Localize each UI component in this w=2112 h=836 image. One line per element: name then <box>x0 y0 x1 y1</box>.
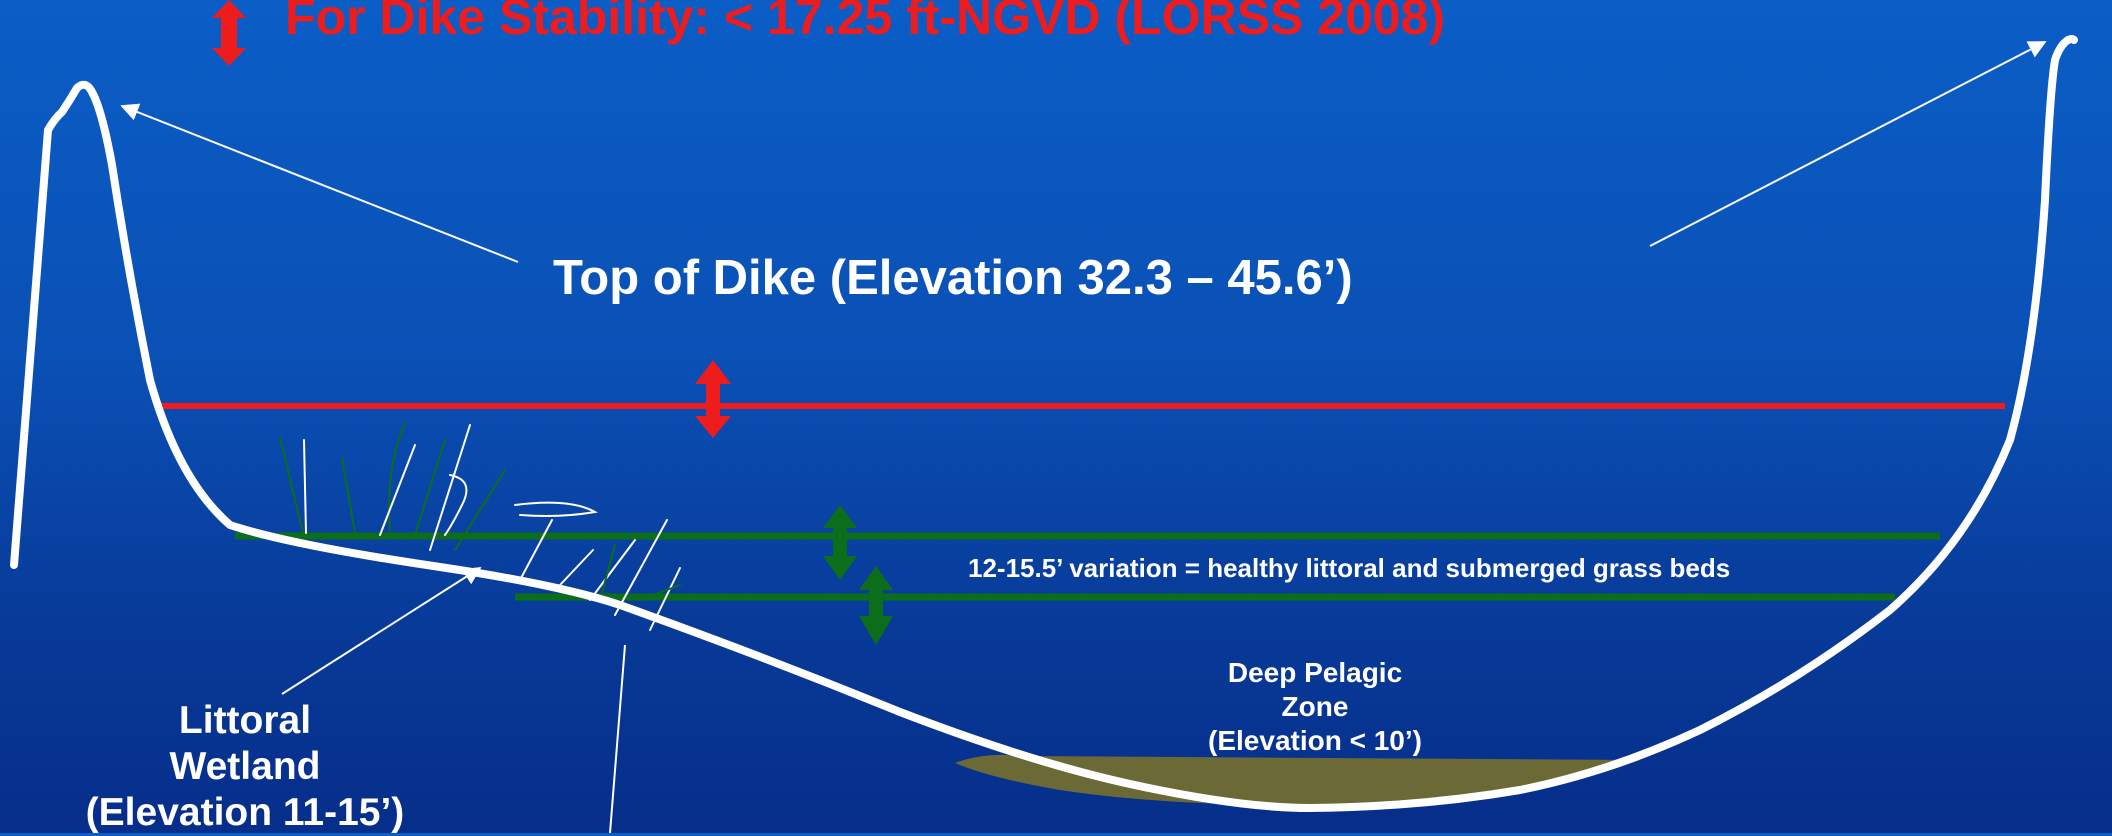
grass-pointer-line <box>609 644 626 833</box>
dike-stability-heading: For Dike Stability: < 17.25 ft-NGVD (LOR… <box>285 0 1446 45</box>
top-of-dike-label: Top of Dike (Elevation 32.3 – 45.6’) <box>553 251 1353 305</box>
dike-and-lake-bed-outline <box>10 35 2078 812</box>
deep-zone-line3: (Elevation < 10’) <box>1208 725 1422 756</box>
deep-zone-line2: Zone <box>1281 691 1349 722</box>
littoral-wetland-label: Littoral Wetland (Elevation 11-15’) <box>60 698 430 836</box>
stability-double-arrow-icon <box>695 360 731 438</box>
grass-variation-label: 12-15.5’ variation = healthy littoral an… <box>968 553 1731 583</box>
left-dike-pointer-arrow <box>120 103 519 263</box>
littoral-wetland-pointer-arrow <box>281 567 482 695</box>
deep-zone-sediment <box>955 754 1640 806</box>
lower-green-double-arrow-icon <box>859 566 893 645</box>
right-dike-pointer-arrow <box>1649 41 2047 247</box>
littoral-line1: Littoral <box>178 699 312 742</box>
upper-green-double-arrow-icon <box>823 505 857 580</box>
header-double-arrow-icon <box>212 0 246 66</box>
deep-pelagic-zone-label: Deep Pelagic Zone (Elevation < 10’) <box>1180 656 1450 758</box>
littoral-line2: Wetland <box>169 745 321 788</box>
deep-zone-line1: Deep Pelagic <box>1227 657 1403 688</box>
littoral-line3: (Elevation 11-15’) <box>85 791 405 834</box>
